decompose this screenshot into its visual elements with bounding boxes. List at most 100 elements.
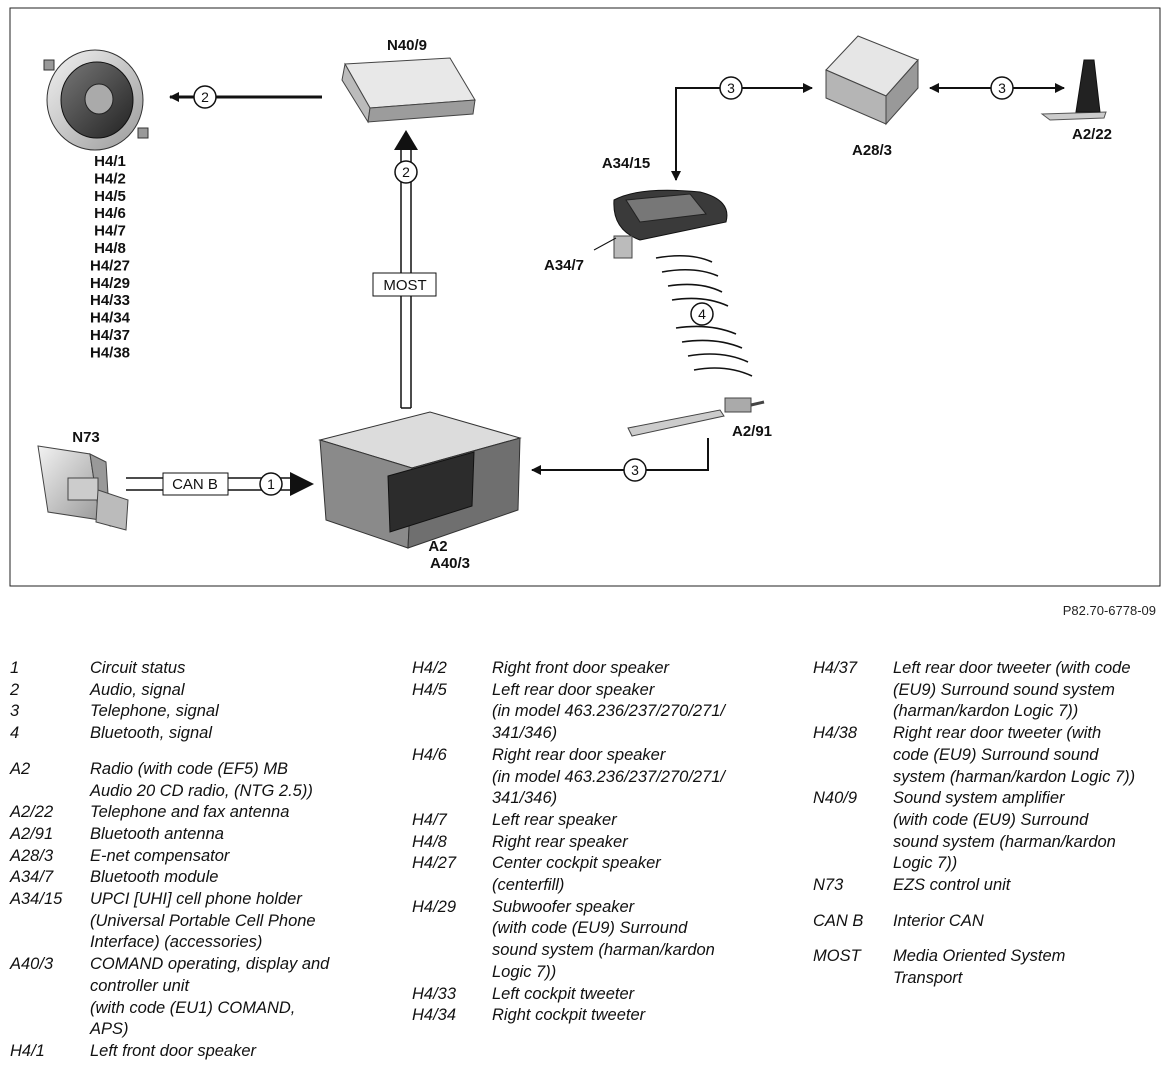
radio-image [318,411,522,549]
speaker-label-line: H4/1 [94,153,126,170]
bluetooth-waves [655,254,753,377]
can-box-text: CAN B [172,476,218,493]
legend-value: Sound system amplifier (with code (EU9) … [893,789,1116,873]
ezs-image [37,445,129,531]
legend-key: A34/15 [10,890,63,909]
amplifier-image [341,57,476,124]
speaker-label-line: H4/33 [90,292,130,309]
legend-key: 4 [10,724,20,743]
legend-row: H4/33 Left cockpit tweeter [412,984,792,1006]
speaker-label-line: H4/38 [90,344,130,361]
legend-key: H4/8 [412,832,447,851]
legend-value: Interior CAN [893,911,984,930]
legend-value: Left cockpit tweeter [492,984,635,1003]
legend-key: H4/27 [412,854,457,873]
speaker-label-line: H4/2 [94,170,126,187]
legend-value: Left front door speaker [90,1041,257,1060]
legend-key: A2 [10,759,31,778]
speaker-label-line: H4/5 [94,188,126,205]
node-4 [690,302,714,326]
legend-row: H4/6 Right rear door speaker (in model 46… [412,745,792,810]
most-box [372,272,437,297]
legend-key: 2 [10,680,20,699]
legend-value: Left rear door tweeter (with code (EU9) … [893,659,1131,721]
legend-value: Bluetooth, signal [90,724,213,743]
node-3-antenna [990,76,1014,100]
radio-label-a2: A2 [428,538,447,555]
tel-arrow-to-radio [531,438,709,475]
legend-value: Right front door speaker [492,659,670,677]
legend-key: H4/2 [412,659,447,677]
node-3-top [719,76,743,100]
speaker-label-line: H4/34 [90,310,131,327]
legend-row: A34/15 UPCI [UHI] cell phone holder (Univ… [10,889,390,954]
legend-key: H4/38 [813,724,858,743]
diagram-frame [9,7,1161,587]
legend-row: A34/7 Bluetooth module [10,867,390,889]
legend-value: Media Oriented System Transport [893,947,1066,988]
legend-key: A28/3 [10,846,54,865]
legend-row: H4/34 Right cockpit tweeter [412,1005,792,1027]
node-3-radio-text: 3 [631,462,639,478]
bt-antenna-label: A2/91 [732,423,772,440]
legend-key: N73 [813,876,844,895]
enet-image [825,35,919,126]
tel-antenna-image [1040,59,1107,121]
speaker-label-line: H4/7 [94,223,126,240]
legend-value: Left rear door speaker (in model 463.236… [492,680,726,743]
legend-row: 2 Audio, signal [10,680,390,702]
node-1 [259,472,283,496]
legend-value: Bluetooth antenna [90,824,224,843]
speaker-label-line: H4/27 [90,257,130,274]
legend-key: A2/91 [10,824,54,843]
node-2-most-text: 2 [402,164,410,180]
legend-value: Right cockpit tweeter [492,1006,646,1025]
legend-key: MOST [813,947,861,966]
legend-value: Subwoofer speaker (with code (EU9) Surro… [492,897,715,981]
legend-value: Right rear speaker [492,832,628,851]
legend-value: Bluetooth module [90,868,219,887]
legend-row: H4/1 Left front door speaker [10,1041,390,1063]
bt-antenna-image [627,397,765,437]
node-2-most [394,160,418,184]
speaker-label-line: H4/29 [90,275,130,292]
bt-module-label: A34/7 [544,257,584,274]
legend-value: Audio, signal [90,680,185,699]
legend-value: E-net compensator [90,846,230,865]
legend-value: UPCI [UHI] cell phone holder (Universal … [90,890,316,952]
node-3-top-text: 3 [727,80,735,96]
legend-value: Circuit status [90,659,186,677]
figure-id: P82.70-6778-09 [1062,603,1156,618]
speaker-label-line: H4/6 [94,205,126,222]
amplifier-label: N40/9 [387,37,427,54]
legend-key: A34/7 [10,868,54,887]
legend-key: A40/3 [10,955,54,974]
enet-label: A28/3 [852,142,892,159]
legend-row: A2/91 Bluetooth antenna [10,824,390,846]
legend-value: COMAND operating, display and controller… [90,955,330,1039]
legend-value: Center cockpit speaker (centerfill) [492,854,661,895]
legend-value: Right rear door speaker (in model 463.23… [492,745,726,808]
legend-key: 3 [10,702,20,721]
legend-key: A2/22 [10,803,54,822]
legend-row: 4 Bluetooth, signal [10,723,390,745]
legend-key: H4/34 [412,1006,457,1025]
legend-row: H4/27 Center cockpit speaker (centerfill) [412,853,792,896]
legend-key: H4/6 [412,745,447,764]
most-arrowhead [394,130,418,150]
node-2-speaker [193,85,217,109]
ezs-label: N73 [72,429,100,446]
legend-key: H4/33 [412,984,457,1003]
legend-key: H4/1 [10,1041,45,1060]
can-arrowhead [290,472,314,496]
legend-row: H4/2 Right front door speaker [412,658,792,680]
